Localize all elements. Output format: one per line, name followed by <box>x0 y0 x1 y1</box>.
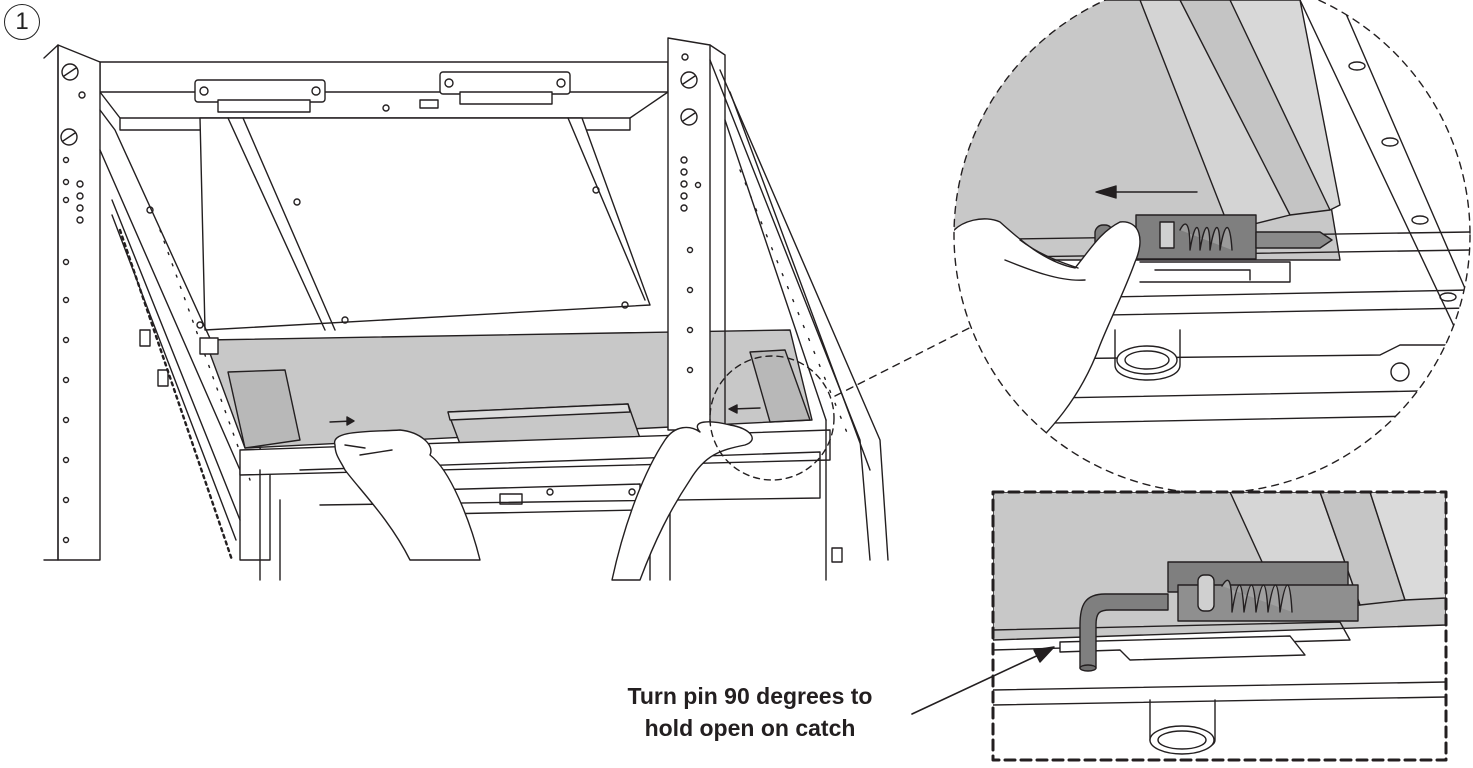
pull-direction-arrow <box>1095 185 1198 199</box>
left-hand <box>334 429 481 561</box>
rectangular-detail-view <box>991 490 1448 762</box>
left-post-holes <box>62 91 86 544</box>
step-number-badge: 1 <box>4 4 40 40</box>
push-arrow-left-hand <box>329 416 355 426</box>
top-bracket-right <box>382 71 571 112</box>
callout-line-1: Turn pin 90 degrees to <box>627 683 873 709</box>
detail-highlight-circle <box>709 355 835 481</box>
callout-instruction: Turn pin 90 degrees to hold open on catc… <box>560 680 940 744</box>
grey-sliding-panel <box>199 329 813 449</box>
step-number: 1 <box>15 8 29 35</box>
circular-detail-view <box>953 0 1471 494</box>
right-side-rail <box>709 59 889 581</box>
detail-leader-line <box>834 319 986 397</box>
right-hand <box>611 421 753 581</box>
push-arrow-right-hand <box>728 404 761 414</box>
right-front-post <box>667 37 726 431</box>
top-bracket-left <box>194 79 326 113</box>
rack-frame-main-view <box>43 37 986 581</box>
left-front-post <box>43 44 101 561</box>
callout-pointer-arrow <box>911 646 1055 715</box>
callout-line-2: hold open on catch <box>644 715 856 741</box>
